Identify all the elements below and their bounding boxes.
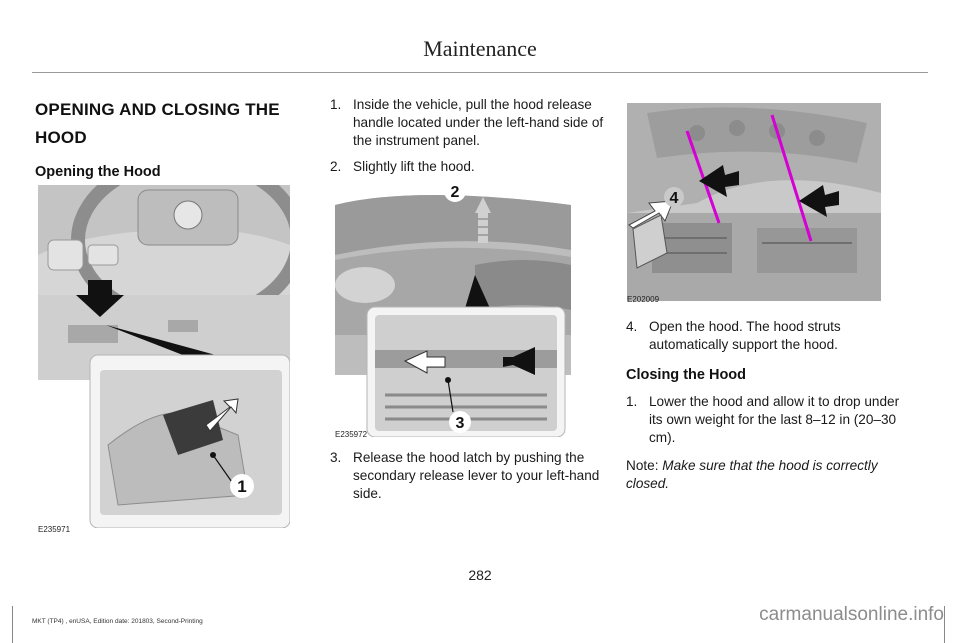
page-header-title: Maintenance [423, 36, 537, 61]
closing-note: Note: Make sure that the hood is correct… [626, 457, 916, 493]
callout-pointer [106, 325, 223, 357]
column-left: OPENING AND CLOSING THE HOOD Opening the… [35, 96, 297, 180]
page-number: 282 [468, 567, 492, 583]
closing-heading: Closing the Hood [626, 367, 747, 383]
section-title-line1: OPENING AND CLOSING THE [35, 100, 280, 119]
opening-step-4: 4. Open the hood. The hood struts automa… [626, 319, 841, 352]
opening-step-3: 3. Release the hood latch by pushing the… [330, 450, 600, 501]
left-arrow-icon [403, 350, 446, 374]
column-middle: 1. Inside the vehicle, pull the hood rel… [330, 96, 605, 176]
figure-hood-latch: 2 3 E235972 [335, 175, 571, 439]
up-arrow-icon [475, 197, 491, 213]
down-arrow-icon [76, 280, 124, 317]
crop-mark [944, 606, 945, 643]
right-strut [770, 114, 813, 242]
hood-release-illustration: 1 [38, 153, 305, 529]
right-arrow-icon [799, 185, 839, 217]
lift-arrow-icon [628, 200, 674, 229]
figure-hood-release: 1 E235971 [38, 153, 305, 534]
push-arrow-icon [503, 347, 535, 375]
edition-info: MKT (TP4) , enUSA, Edition date: 201803,… [32, 618, 203, 625]
column-right: 4. Open the hood. The hood struts automa… [626, 318, 916, 493]
opening-step-1: 1. Inside the vehicle, pull the hood rel… [330, 97, 604, 148]
note-text: Make sure that the hood is correctly clo… [626, 458, 878, 491]
callout-1: 1 [237, 477, 246, 496]
header-divider [32, 72, 928, 73]
figure-code: E202009 [627, 295, 660, 304]
opening-step-2: 2. Slightly lift the hood. [330, 159, 475, 174]
hood-struts-illustration: 4 [627, 103, 881, 301]
callout-2: 2 [451, 184, 460, 201]
section-title-line2: HOOD [35, 128, 87, 147]
crop-mark [12, 606, 13, 643]
opening-heading: Opening the Hood [35, 164, 161, 180]
callout-pointer [463, 275, 493, 315]
figure-code: E235972 [335, 430, 368, 439]
note-label: Note: [626, 458, 659, 473]
closing-step-1: 1. Lower the hood and allow it to drop u… [626, 394, 900, 445]
hood-latch-illustration: 2 3 [335, 180, 571, 438]
callout-3: 3 [456, 415, 465, 432]
callout-4: 4 [670, 190, 679, 207]
column-middle-lower: 3. Release the hood latch by pushing the… [330, 449, 605, 503]
watermark: carmanualsonline.info [759, 604, 944, 625]
left-arrow-icon [699, 165, 739, 197]
figure-hood-struts: 4 E202009 [627, 103, 881, 304]
figure-code: E235971 [38, 525, 71, 534]
section-title: OPENING AND CLOSING THE HOOD [35, 96, 297, 152]
left-strut [685, 130, 721, 224]
